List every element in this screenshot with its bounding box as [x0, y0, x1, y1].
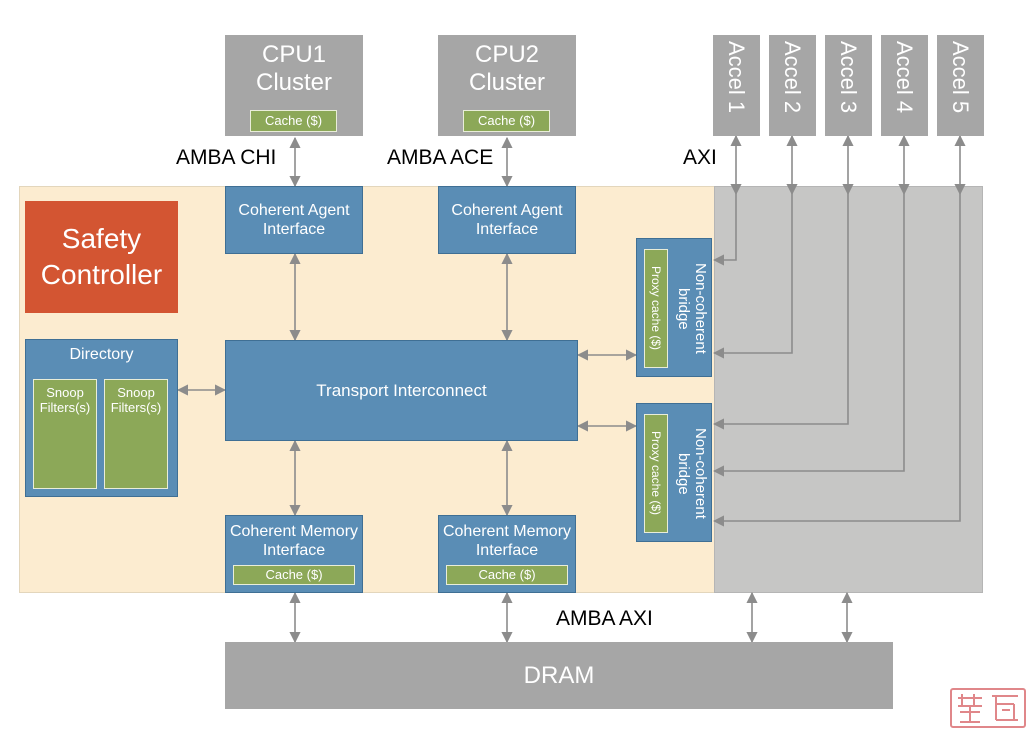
route-accel3-bridge2 — [712, 194, 849, 430]
non-coherent-bridge-2: Proxy cache ($) Non-coherent bridge — [636, 403, 712, 542]
cpu1-cache: Cache ($) — [250, 110, 337, 132]
bridge2-title: Non-coherent bridge — [675, 428, 709, 519]
accel-3: Accel 3 — [825, 35, 872, 136]
bridge1-title: Non-coherent bridge — [675, 263, 709, 354]
coherent-memory-interface-2: Coherent Memory Interface Cache ($) — [438, 515, 576, 593]
cmi2-cache: Cache ($) — [446, 565, 568, 585]
bridge2-proxy-cache: Proxy cache ($) — [644, 414, 668, 533]
safety-controller: Safety Controller — [25, 201, 178, 313]
snoop-filter-2: Snoop Filters(s) — [104, 379, 168, 489]
accel-4: Accel 4 — [881, 35, 928, 136]
route-accel4-bridge2 — [712, 194, 905, 477]
cpu1-title: CPU1 Cluster — [255, 41, 333, 96]
bridge1-proxy-cache: Proxy cache ($) — [644, 249, 668, 368]
directory-title: Directory — [69, 346, 134, 363]
coherent-agent-interface-2: Coherent Agent Interface — [438, 186, 576, 254]
coherent-memory-interface-1: Coherent Memory Interface Cache ($) — [225, 515, 363, 593]
cmi1-cache: Cache ($) — [233, 565, 355, 585]
label-amba-axi: AMBA AXI — [556, 607, 653, 630]
coherent-agent-interface-1: Coherent Agent Interface — [225, 186, 363, 254]
cpu2-cache: Cache ($) — [463, 110, 550, 132]
non-coherent-bridge-1: Proxy cache ($) Non-coherent bridge — [636, 238, 712, 377]
route-accel5-bridge2 — [712, 194, 961, 527]
accel-5: Accel 5 — [937, 35, 984, 136]
route-accel2-bridge1 — [712, 194, 793, 359]
label-axi: AXI — [683, 146, 717, 169]
accel-1: Accel 1 — [713, 35, 760, 136]
cpu1-cluster: CPU1 Cluster Cache ($) — [225, 35, 363, 136]
stamp-seal-icon — [950, 688, 1026, 728]
cpu2-title: CPU2 Cluster — [468, 41, 546, 96]
directory: Directory Snoop Filters(s) Snoop Filters… — [25, 339, 178, 497]
accel-2: Accel 2 — [769, 35, 816, 136]
route-accel1-bridge1 — [712, 194, 737, 266]
snoop-filter-1: Snoop Filters(s) — [33, 379, 97, 489]
label-amba-chi: AMBA CHI — [176, 146, 277, 169]
transport-interconnect: Transport Interconnect — [225, 340, 578, 441]
cpu2-cluster: CPU2 Cluster Cache ($) — [438, 35, 576, 136]
label-amba-ace: AMBA ACE — [387, 146, 494, 169]
dram: DRAM — [225, 642, 893, 709]
